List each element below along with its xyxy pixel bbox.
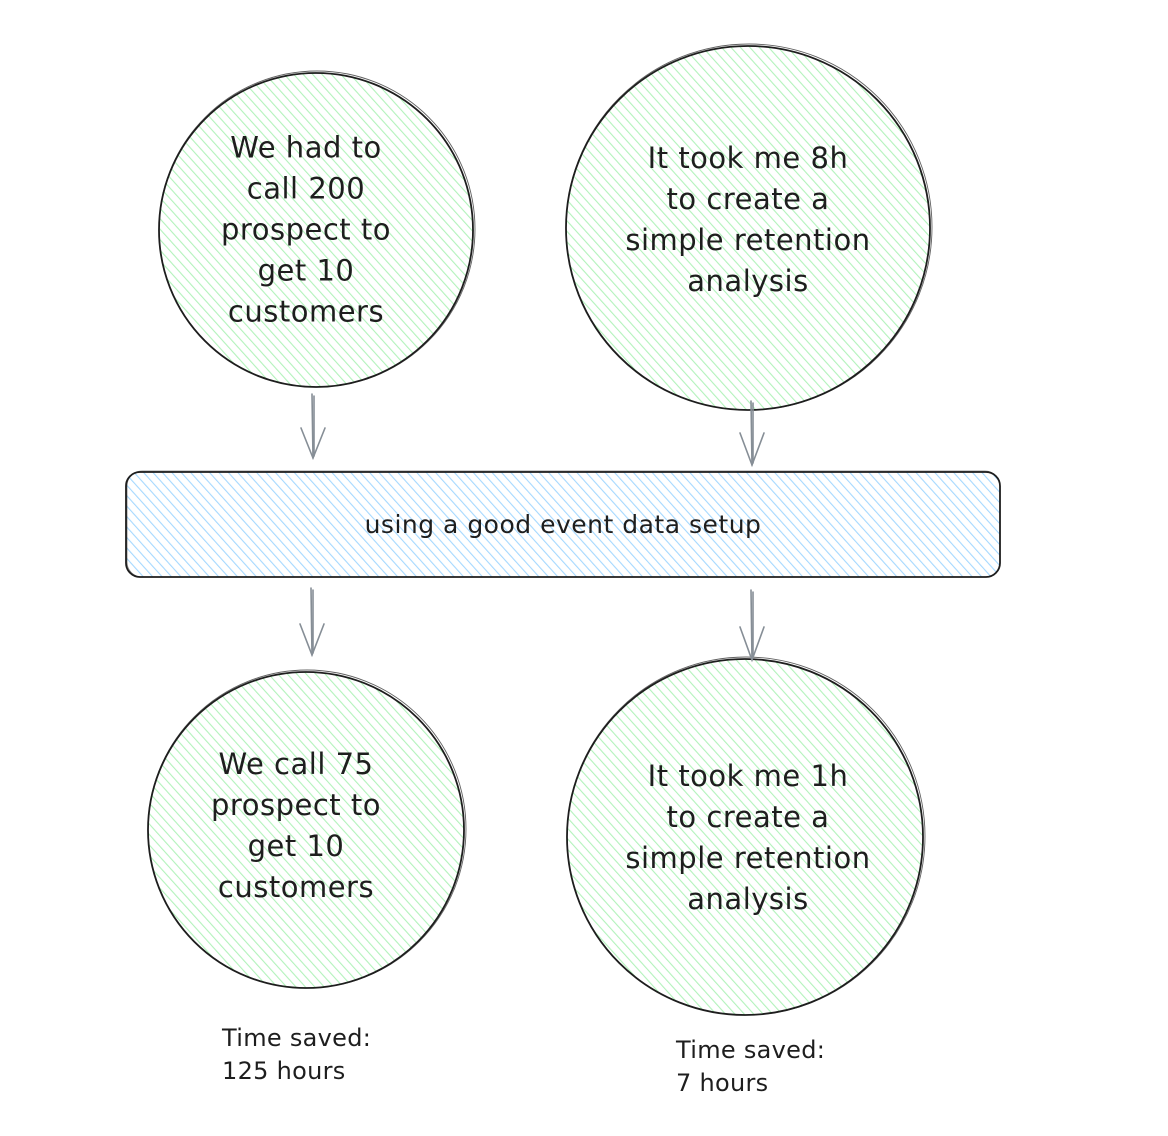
circle-top-right xyxy=(565,43,933,411)
time-saved-right: Time saved: 7 hours xyxy=(676,1036,826,1097)
circle-top-left xyxy=(158,70,476,388)
circle-bottom-left xyxy=(147,669,467,989)
arrow-bottom-right xyxy=(739,589,765,663)
process-bar-label: using a good event data setup xyxy=(364,510,762,539)
arrow-top-right xyxy=(739,400,765,468)
arrow-top-left xyxy=(300,393,326,461)
circle-bottom-left-text: We call 75 prospect to get 10 customers xyxy=(211,747,381,904)
circle-top-left-text: We had to call 200 prospect to get 10 cu… xyxy=(221,130,391,329)
circle-bottom-right-text: It took me 1h to create a simple retenti… xyxy=(625,759,871,916)
circle-bottom-right xyxy=(566,656,926,1016)
arrow-bottom-left xyxy=(299,587,325,658)
time-saved-left: Time saved: 125 hours xyxy=(222,1024,372,1085)
process-bar xyxy=(125,470,1001,578)
circle-top-right-text: It took me 8h to create a simple retenti… xyxy=(625,141,871,298)
